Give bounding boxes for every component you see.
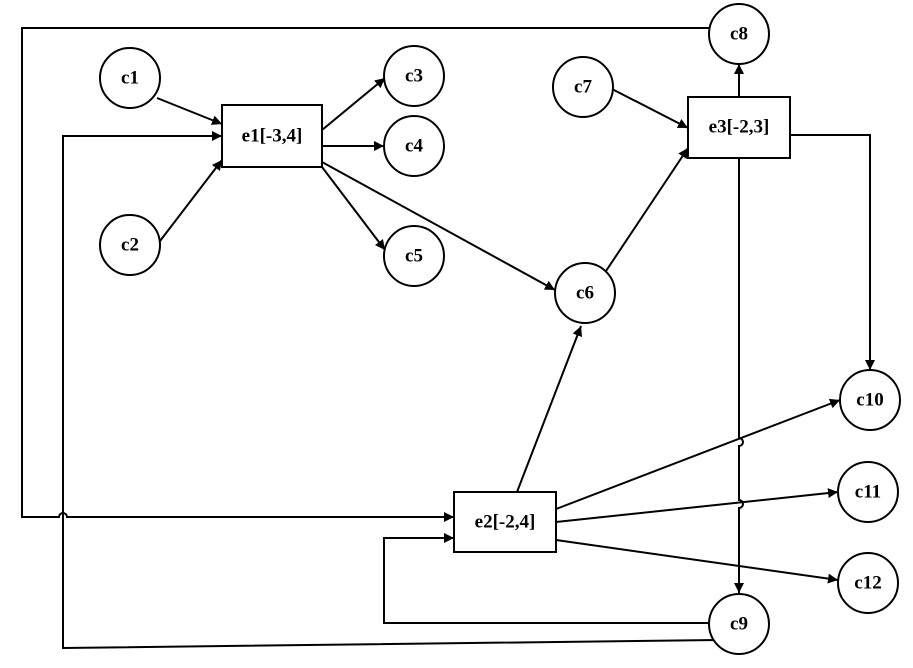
edge-c8-e2 [21,27,709,522]
edge-e2-c11 [555,488,839,523]
edge-e3-c10 [790,134,875,370]
edge-e1-c3 [321,77,386,131]
node-c5-label: c5 [405,246,423,267]
edge-c9-e1 [62,131,719,650]
edge-e2-c10 [555,398,841,510]
node-c2[interactable]: c2 [99,214,161,276]
node-e1-label: e1[-3,4] [242,126,303,147]
node-e3[interactable]: e3[-2,3] [687,96,791,159]
node-c4-label: c4 [405,136,423,157]
edge-e1-c5 [321,166,386,251]
edge-c2-e1 [159,159,223,242]
node-c1-label: c1 [121,68,139,89]
edge-e3-c9 [734,158,744,593]
edge-e1-c6 [321,161,556,291]
node-c6[interactable]: c6 [554,262,616,324]
edge-c6-e3 [605,147,689,272]
node-c8[interactable]: c8 [708,3,770,65]
node-c8-label: c8 [730,24,748,45]
node-c11[interactable]: c11 [837,461,899,523]
node-c11-label: c11 [855,482,881,503]
node-c10-label: c10 [856,390,883,411]
node-c5[interactable]: c5 [383,225,445,287]
edge-c1-e1 [156,97,223,125]
node-c9-label: c9 [730,614,748,635]
node-e1[interactable]: e1[-3,4] [221,104,323,168]
node-c7-label: c7 [574,77,592,98]
edge-e2-c12 [555,539,839,584]
node-c3-label: c3 [405,66,423,87]
node-e2-label: e2[-2,4] [475,512,536,533]
node-c2-label: c2 [121,235,139,256]
node-e3-label: e3[-2,3] [709,117,770,138]
node-c6-label: c6 [576,283,594,304]
node-c1[interactable]: c1 [99,47,161,109]
edge-c7-e3 [611,88,689,129]
node-c9[interactable]: c9 [708,593,770,655]
edge-c9-e2 [383,533,709,624]
node-c12[interactable]: c12 [837,552,899,614]
node-c4[interactable]: c4 [383,115,445,177]
node-c3[interactable]: c3 [383,45,445,107]
node-c7[interactable]: c7 [552,56,614,118]
node-c10[interactable]: c10 [839,369,901,431]
edge-e2-c6 [516,325,583,493]
node-e2[interactable]: e2[-2,4] [453,491,557,553]
node-c12-label: c12 [854,573,881,594]
